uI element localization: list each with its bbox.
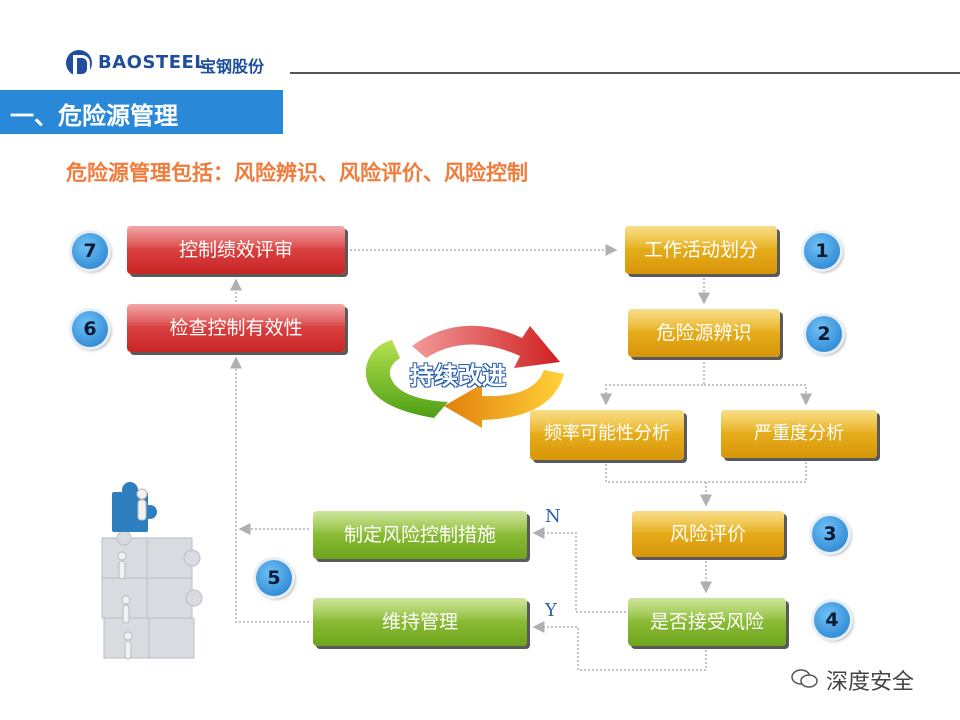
section-title: 一、危险源管理 [10, 102, 178, 130]
step-7-badge: 7 [72, 233, 108, 269]
decision-no-label: N [545, 506, 561, 527]
cycle-gold-arrow [444, 370, 564, 428]
step-4-badge: 4 [814, 602, 850, 638]
cycle-green-arrow [365, 340, 448, 418]
step-5-badge: 5 [256, 560, 292, 596]
step-2-badge: 2 [806, 316, 842, 352]
continuous-improvement-cycle [365, 325, 564, 428]
control-measures-box: 制定风险控制措施 [313, 511, 527, 559]
watermark-text: 深度安全 [826, 670, 915, 695]
cycle-label: 持续改进 [410, 362, 506, 390]
logo-cn-text: 宝钢股份 [200, 57, 265, 76]
work-activity-box: 工作活动划分 [625, 226, 777, 274]
step-6-badge: 6 [72, 311, 108, 347]
baosteel-logo-icon [66, 50, 92, 77]
control-performance-review-box: 控制绩效评审 [127, 226, 345, 274]
decision-yes-label: Y [545, 600, 557, 621]
severity-analysis-box: 严重度分析 [721, 410, 877, 458]
arrow-no-to-measures [532, 527, 626, 613]
puzzle-climbers-illustration [101, 482, 203, 660]
section-title-bar [0, 90, 283, 134]
page-subtitle: 危险源管理包括：风险辨识、风险评价、风险控制 [66, 161, 528, 185]
risk-evaluation-box: 风险评价 [632, 511, 784, 557]
accept-risk-decision-box: 是否接受风险 [628, 598, 786, 646]
step-3-badge: 3 [812, 516, 848, 552]
arrow-hazard-to-severity [704, 384, 812, 406]
step-1-badge: 1 [804, 233, 840, 269]
check-control-effectiveness-box: 检查控制有效性 [127, 304, 345, 352]
maintain-management-box: 维持管理 [313, 598, 527, 646]
hazard-identification-box: 危险源辨识 [628, 309, 780, 357]
arrow-maintain-to-check [230, 356, 309, 623]
logo-text: BAOSTEEL [98, 52, 207, 73]
cycle-red-arrow [412, 325, 560, 368]
wechat-icon [791, 669, 818, 688]
arrow-yes-to-maintain [532, 621, 707, 671]
frequency-analysis-box: 频率可能性分析 [530, 410, 684, 460]
arrow-branches-to-eval [605, 462, 807, 505]
header-divider [290, 72, 960, 74]
arrow-hazard-to-frequency [600, 362, 705, 406]
